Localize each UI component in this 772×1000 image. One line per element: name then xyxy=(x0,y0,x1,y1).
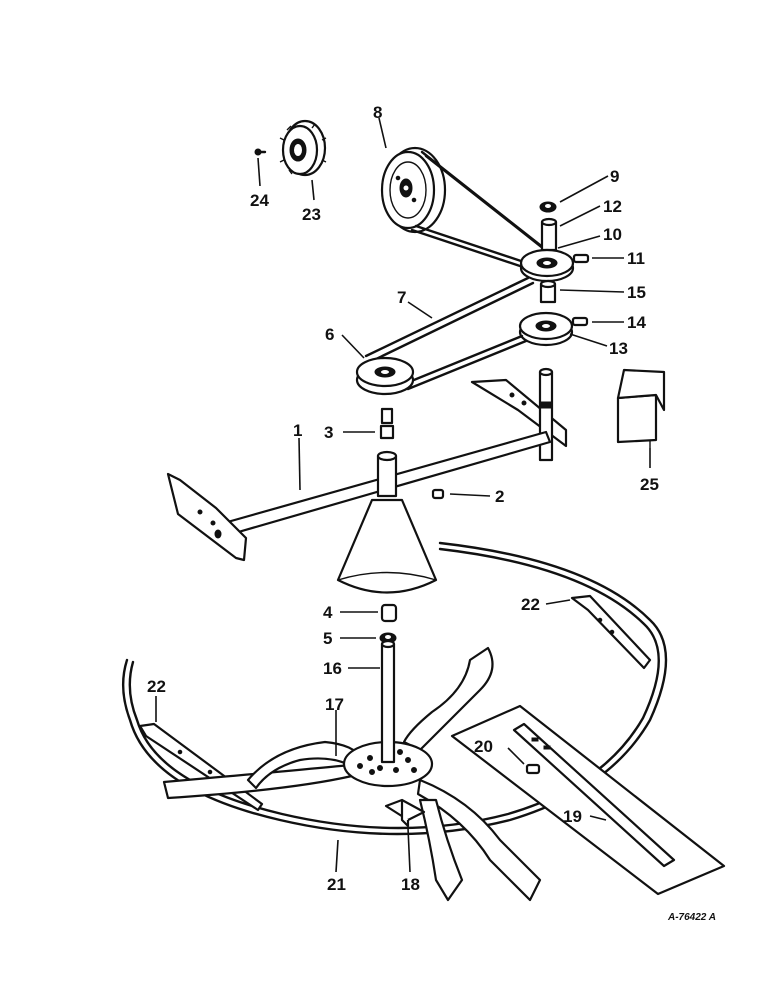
setscrew-14 xyxy=(571,316,589,327)
brace-22-right xyxy=(570,594,652,670)
ring-21 xyxy=(122,541,668,836)
label-19: 19 xyxy=(563,807,582,826)
belt-7 xyxy=(364,276,535,391)
label-16: 16 xyxy=(323,659,342,678)
label-9: 9 xyxy=(610,167,619,186)
bushing-3 xyxy=(379,407,395,440)
label-8: 8 xyxy=(373,103,382,122)
pulley-6 xyxy=(355,356,415,396)
label-6: 6 xyxy=(325,325,334,344)
label-10: 10 xyxy=(603,225,622,244)
label-7: 7 xyxy=(397,288,406,307)
bushing-4 xyxy=(380,603,398,623)
label-1: 1 xyxy=(293,421,302,440)
pulley-13 xyxy=(518,311,574,347)
label-12: 12 xyxy=(603,197,622,216)
shaft-16 xyxy=(380,639,396,764)
belt-upper xyxy=(410,150,546,268)
spreader-disk xyxy=(342,740,434,788)
guard-25 xyxy=(616,368,666,448)
labels: 1 2 3 4 5 6 7 8 9 10 11 12 13 14 15 16 1… xyxy=(147,103,716,923)
setscrew-2 xyxy=(431,488,445,500)
label-23: 23 xyxy=(302,205,321,224)
label-5: 5 xyxy=(323,629,332,648)
bracket-18 xyxy=(384,798,426,828)
label-22-left: 22 xyxy=(147,677,166,696)
cone-hopper xyxy=(336,498,438,594)
bolt-24 xyxy=(254,148,267,156)
spacer-15 xyxy=(539,279,557,304)
bolt-20 xyxy=(525,763,541,775)
label-3: 3 xyxy=(324,423,333,442)
label-24: 24 xyxy=(250,191,269,210)
label-17: 17 xyxy=(325,695,344,714)
drawing-code: A-76422 A xyxy=(667,912,716,923)
label-4: 4 xyxy=(323,603,333,622)
plate-19 xyxy=(450,704,726,896)
leader-lines xyxy=(155,117,651,873)
washer-5 xyxy=(379,632,397,644)
pulley-8 xyxy=(380,146,447,234)
spreader-17 xyxy=(162,646,542,902)
label-13: 13 xyxy=(609,339,628,358)
label-15: 15 xyxy=(627,283,646,302)
label-25: 25 xyxy=(640,475,659,494)
label-11: 11 xyxy=(627,249,645,268)
shaft-12 xyxy=(540,217,558,252)
setscrew-11 xyxy=(572,253,590,264)
label-2: 2 xyxy=(495,487,504,506)
label-21: 21 xyxy=(327,875,346,894)
label-22-right: 22 xyxy=(521,595,540,614)
sprocket-23 xyxy=(279,119,327,177)
frame-hub xyxy=(376,450,398,498)
label-18: 18 xyxy=(401,875,420,894)
brace-22-left xyxy=(138,722,264,812)
label-20: 20 xyxy=(474,737,493,756)
label-14: 14 xyxy=(627,313,646,332)
nut-9 xyxy=(539,201,557,213)
pulley-10 xyxy=(519,248,575,283)
